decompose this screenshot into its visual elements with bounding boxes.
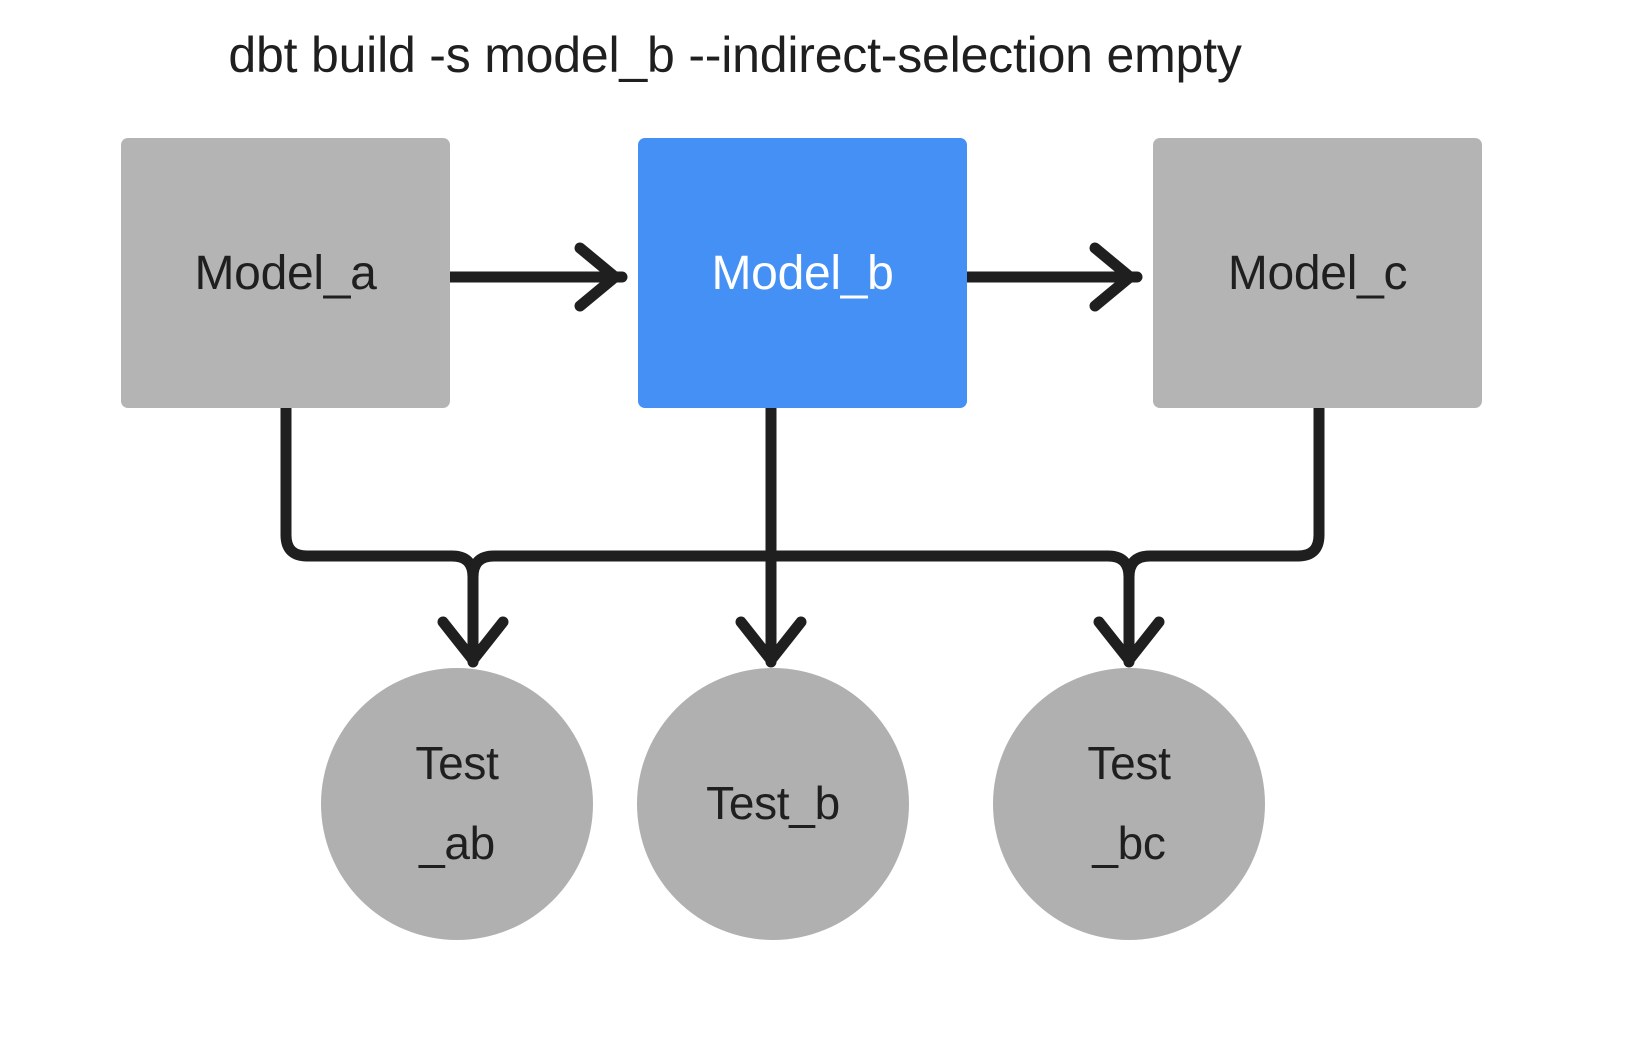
edge-model-a-to-test-ab [280,402,479,668]
node-model-b-label: Model_b [711,246,894,300]
edge-model-c-to-test-bc [1123,402,1325,583]
page-title: dbt build -s model_b --indirect-selectio… [228,27,1242,83]
edge-arrowhead-model-c [1089,242,1136,312]
edge-arrowhead-model-b [574,242,621,312]
edge-model-b-to-test-ab [467,550,777,583]
edge-arrowhead-test-bc [1093,616,1165,666]
edge-model-b-to-test-bc [765,550,1135,668]
node-model-a-label: Model_a [194,246,377,300]
edge-arrowhead-test-b [735,616,807,666]
node-model-a[interactable]: Model_a [121,138,450,408]
node-test-b[interactable]: Test_b [637,668,909,940]
node-model-b[interactable]: Model_b [638,138,967,408]
node-test-bc-label-line2: _bc [1092,817,1166,869]
node-test-ab[interactable]: Test _ab [321,668,593,940]
edge-arrowhead-test-ab [437,616,509,666]
node-test-b-label-line1: Test_b [706,777,840,830]
node-test-ab-label-line2: _ab [419,817,495,869]
node-test-bc[interactable]: Test _bc [993,668,1265,940]
node-test-ab-label-line1: Test [415,737,499,790]
node-model-c-label: Model_c [1227,246,1408,300]
node-model-c[interactable]: Model_c [1153,138,1482,408]
node-test-bc-label-line1: Test [1087,737,1171,790]
